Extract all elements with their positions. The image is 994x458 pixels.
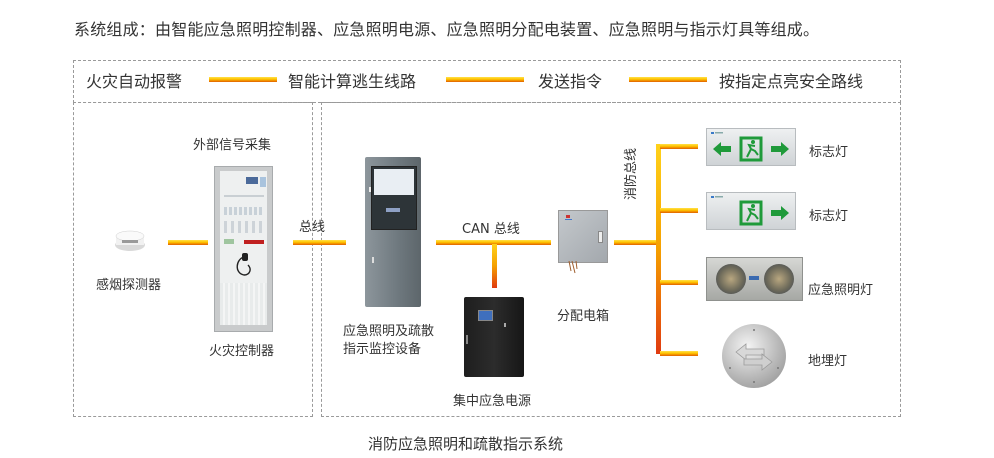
bus-connector <box>293 240 346 245</box>
flow-step-compute-route: 智能计算逃生线路 <box>288 72 417 91</box>
exit-sign-right-icon <box>706 192 796 230</box>
flow-connector <box>629 77 707 82</box>
flow-connector <box>446 77 524 82</box>
distribution-box <box>558 210 608 274</box>
central-power-supply-cabinet <box>464 297 524 377</box>
fixture-branch <box>660 208 698 213</box>
bus-label: 总线 <box>299 220 326 235</box>
smoke-detector-icon <box>115 230 145 251</box>
fixture-branch <box>660 144 698 149</box>
emergency-light-icon <box>706 257 803 301</box>
fixture-branch <box>660 351 698 356</box>
ground-light-icon <box>722 324 786 388</box>
fixture-label-sign-2: 标志灯 <box>809 209 849 224</box>
flow-step-send-command: 发送指令 <box>538 72 603 91</box>
fire-bus-label: 消防总线 <box>624 147 639 200</box>
fixture-label-ground-light: 地埋灯 <box>808 354 848 369</box>
distribution-box-label: 分配电箱 <box>557 309 610 324</box>
external-signal-label: 外部信号采集 <box>193 138 272 153</box>
detector-connector <box>168 240 208 245</box>
power-supply-connector <box>492 244 497 288</box>
fire-alarm-section <box>73 102 313 417</box>
fixture-branch <box>660 280 698 285</box>
power-supply-label: 集中应急电源 <box>453 394 532 409</box>
fire-bus-connector <box>614 240 660 245</box>
exit-sign-bidirectional-icon <box>706 128 796 166</box>
fire-controller-label: 火灾控制器 <box>209 344 275 359</box>
diagram-caption: 消防应急照明和疏散指示系统 <box>368 435 564 453</box>
emergency-lighting-section <box>321 102 901 417</box>
fixture-label-sign-1: 标志灯 <box>809 145 849 160</box>
monitoring-equipment-label-line1: 应急照明及疏散 <box>343 324 435 339</box>
fixture-label-emergency-light: 应急照明灯 <box>808 283 874 298</box>
flow-connector <box>209 77 277 82</box>
system-composition-heading: 系统组成：由智能应急照明控制器、应急照明电源、应急照明分配电装置、应急照明与指示… <box>74 20 820 39</box>
monitoring-equipment-label-line2: 指示监控设备 <box>343 342 422 357</box>
can-bus-connector <box>436 240 551 245</box>
can-bus-label: CAN 总线 <box>462 222 520 237</box>
smoke-detector-label: 感烟探测器 <box>96 278 162 293</box>
flow-step-light-route: 按指定点亮安全路线 <box>719 72 864 91</box>
monitoring-equipment-cabinet <box>365 157 421 307</box>
flow-step-fire-alarm: 火灾自动报警 <box>86 72 183 91</box>
fire-bus-trunk <box>656 144 661 354</box>
fire-controller-cabinet <box>214 166 273 332</box>
